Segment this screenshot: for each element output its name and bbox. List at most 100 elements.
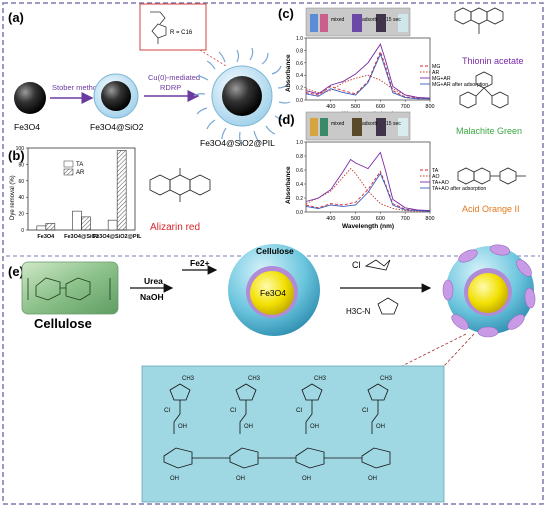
bar-ta (36, 225, 47, 231)
glucose-ring (163, 447, 193, 469)
line-ytick-label: 0.8 (296, 154, 303, 160)
line-ylabel: Absorbance (285, 54, 292, 92)
pil-particle-icon (193, 47, 291, 145)
cellulose-unit-structure-icon (27, 277, 111, 301)
line-xtick-label: 600 (376, 216, 385, 222)
acid-orange-label: Acid Orange II (462, 204, 520, 214)
epichlorohydrin-cl-label: Cl (352, 260, 361, 270)
cellulose-label: Cellulose (34, 316, 92, 331)
bar-ytick-label: 60 (18, 179, 24, 185)
imidazolium-ring (235, 383, 257, 401)
alizarin-structure-icon (149, 168, 211, 202)
vial-strip-c (305, 7, 411, 37)
ring-oh-label: OH (368, 476, 377, 482)
bar-ytick-label: 100 (16, 146, 25, 152)
vial-c-step2: adsorb (362, 17, 378, 23)
methyl-label: CH3 (182, 376, 195, 382)
reagent-fe: Fe2+ (190, 258, 210, 268)
bar-ta (72, 210, 82, 231)
line-plot-area (305, 37, 431, 101)
methyl-label: CH3 (248, 376, 261, 382)
bar-ar (81, 216, 91, 231)
imidazolium-ring (169, 383, 191, 401)
sphere-cellulose-label: Cellulose (256, 246, 294, 256)
line-chart-c: 4005006007008000.00.20.40.60.81.0Wavelen… (285, 36, 488, 118)
linker-chain (173, 400, 181, 434)
step2-label-line2: RDRP (160, 83, 181, 92)
line-ytick-label: 0.6 (296, 168, 303, 174)
legend-label: MG+AR (432, 76, 451, 82)
vial-d-step1: mixed (331, 121, 345, 127)
legend-label: TA+AO (432, 180, 449, 186)
line-ytick-label: 1.0 (296, 140, 303, 146)
line-xtick-label: 500 (351, 104, 360, 110)
monomer-structure-icon (150, 11, 167, 44)
linker-chain (305, 400, 313, 434)
core-fe3o4-label: Fe3O4 (260, 288, 286, 298)
panel-c-label: (c) (278, 6, 294, 21)
legend-label: MG+AR after adsorption (432, 82, 488, 88)
methylimidazole-icon (377, 297, 399, 315)
bar-ar (45, 223, 56, 231)
line-xtick-label: 800 (425, 216, 434, 222)
line-ytick-label: 0.2 (296, 86, 303, 92)
line-ylabel: Absorbance (285, 166, 292, 204)
line-xtick-label: 400 (326, 216, 335, 222)
particle2-label: Fe3O4@SiO2 (90, 122, 144, 132)
imidazolium-ring (367, 383, 389, 401)
monomer-inset (139, 3, 207, 51)
hydroxyl-label: OH (376, 424, 385, 430)
legend-label: MG (432, 64, 440, 70)
line-ytick-label: 0.2 (296, 196, 303, 202)
line-ytick-label: 1.0 (296, 36, 303, 42)
reagent-urea: Urea (144, 276, 163, 286)
bar-ytick-label: 40 (18, 195, 24, 201)
series-line (305, 50, 431, 100)
bar-ylabel: Dye removal (%) (10, 175, 16, 220)
particle3-label: Fe3O4@SiO2@PIL (200, 138, 275, 148)
bar-ytick-label: 20 (18, 212, 24, 218)
decorated-sphere-icon (442, 244, 536, 338)
line-ytick-label: 0.4 (296, 73, 303, 79)
bar-category-label: Fe3O4@SiO2 (64, 234, 99, 240)
fe3o4-particle-icon (14, 82, 46, 114)
bar-legend-label: AR (76, 170, 85, 176)
imidazolium-ring (301, 383, 323, 401)
thionin-label: Thionin acetate (462, 56, 524, 66)
series-line (305, 151, 431, 212)
vial-d-step3: 15 sec (386, 121, 401, 127)
line-ytick-label: 0.0 (296, 98, 303, 104)
legend-label: AO (432, 174, 440, 180)
panel-d-label: (d) (278, 112, 295, 127)
glucose-ring (295, 447, 325, 469)
step1-label: Stober method (52, 83, 101, 92)
chloride-label: Cl (164, 407, 171, 414)
alizarin-label: Alizarin red (150, 222, 200, 233)
bar-legend-swatch (63, 160, 74, 168)
series-line (305, 74, 431, 100)
line-ytick-label: 0.4 (296, 182, 303, 188)
line-ytick-label: 0.0 (296, 210, 303, 216)
linker-chain (371, 400, 379, 434)
cellulose-sphere-icon (228, 244, 320, 336)
panel-e-label: (e) (8, 264, 24, 279)
hydroxyl-label: OH (178, 424, 187, 430)
vial-strip-d (305, 111, 411, 141)
inset-r-label: R = C16 (170, 30, 193, 36)
vial-d-step2: adsorb (362, 121, 378, 127)
line-xtick-label: 700 (401, 104, 410, 110)
line-xtick-label: 700 (401, 216, 410, 222)
malachite-structure-icon (459, 71, 509, 109)
legend-label: TA+AO after adsorption (432, 186, 486, 192)
series-line (305, 172, 431, 212)
vial-c-step3: 15 sec (386, 17, 401, 23)
methyl-label: CH3 (314, 376, 327, 382)
reagent-naoh: NaOH (140, 292, 164, 302)
thionin-structure-icon (454, 7, 504, 34)
bar-legend-label: TA (76, 162, 83, 168)
